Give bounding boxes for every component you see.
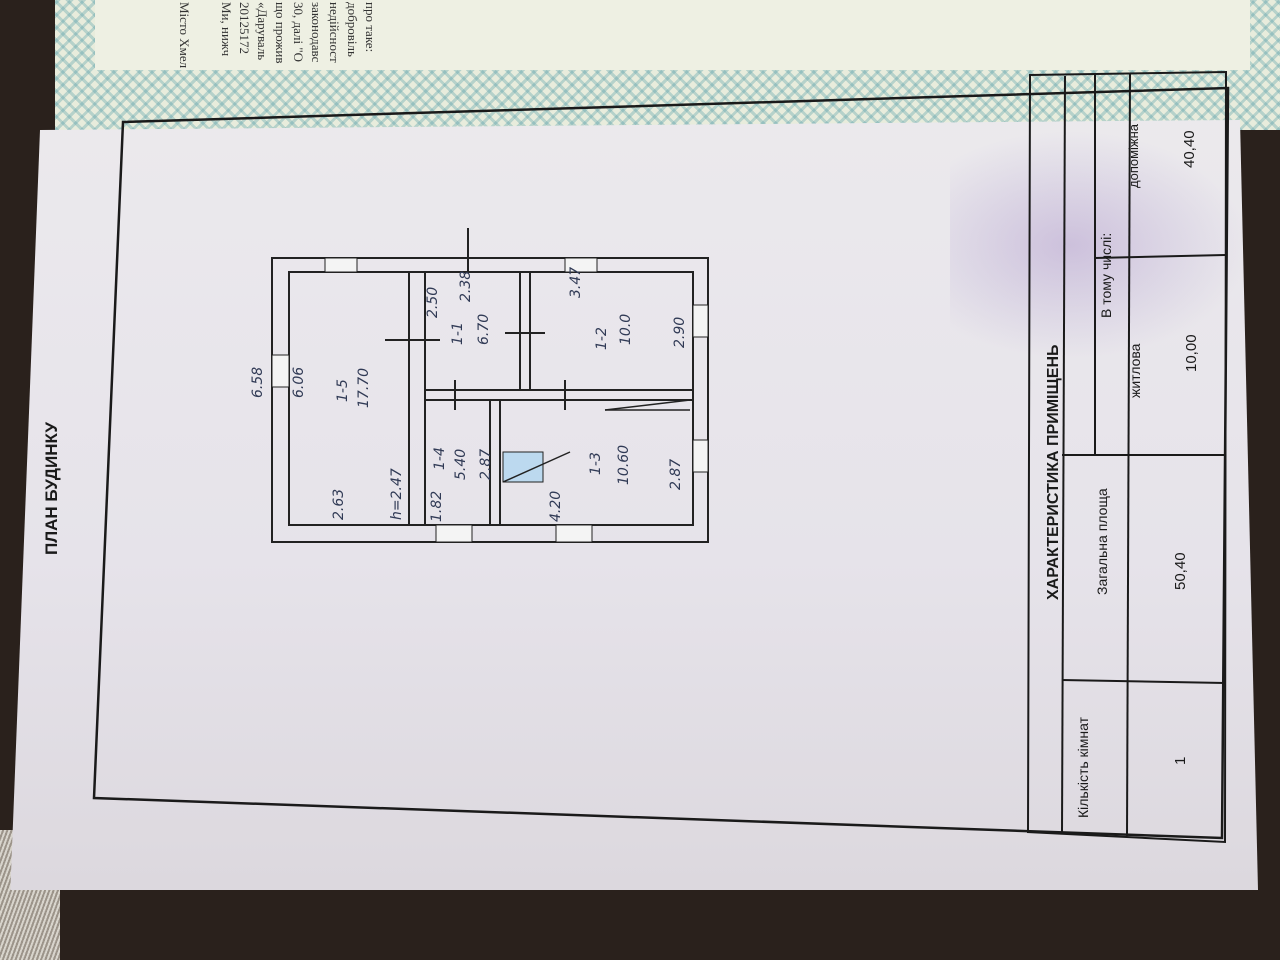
certificate-line: законодавс [309,2,324,63]
building-outer-wall [271,257,709,543]
stamp-smudge [950,130,1250,360]
room-id: 1-5 [335,379,351,402]
stair-line [604,399,691,411]
value-aux: 40,40 [1181,130,1198,168]
window [692,439,709,473]
room-area: 6.70 [476,314,492,345]
certificate-line: недійсност [327,2,342,63]
table-line [1061,679,1226,684]
certificate-line: 20125172 [237,2,252,54]
room-id: 1-1 [450,322,466,345]
building-plan [271,228,709,543]
certificate-line: добровіль [345,2,360,57]
value-living: 10,00 [1183,334,1200,372]
room-dim: 1.82 [429,491,445,522]
table-frame [1026,70,1228,844]
room-dim: 3.47 [568,267,584,298]
height-note: h=2.47 [389,468,405,520]
room-dim: 4.20 [548,491,564,522]
window [324,257,358,273]
header-aux: допоміжна [1126,123,1141,188]
window [564,257,598,273]
table-title: ХАРАКТЕРИСТИКА ПРИМІЩЕНЬ [1045,345,1062,601]
room-area: 5.40 [453,449,469,480]
room-dim: 2.87 [668,459,684,490]
room-id: 1-3 [588,452,604,475]
room-dim: 2.87 [478,449,494,480]
room-dim: 2.90 [672,317,688,348]
certificate-sheet [55,0,1280,130]
room-area: 10.60 [616,445,632,485]
room-dim: 2.38 [458,271,474,302]
room-dim: 6.06 [291,367,307,398]
certificate-line: Місто Хмел [177,2,192,69]
certificate-line: «Даруваль [255,2,270,60]
sheet-frame [92,86,1230,840]
room-area: 10.0 [618,314,634,345]
header-including: В тому числі: [1098,233,1114,318]
value-rooms: 1 [1172,757,1189,765]
plan-title: ПЛАН БУДИНКУ [42,422,61,555]
certificate-text: Місто Хмел Ми, нижч 20125172 «Даруваль щ… [177,2,378,69]
characteristics-table [1026,70,1228,844]
window [555,524,593,543]
plan-annotations: 6.58 6.06 1-5 17.70 h=2.47 2.63 2.50 1-1… [250,267,688,522]
table-line [1094,254,1226,259]
window [271,354,290,388]
header-living: житлова [1127,343,1143,398]
room-area: 17.70 [356,368,372,408]
plan-sheet [10,120,1258,890]
certificate-text-area [95,0,1250,70]
value-total-area: 50,40 [1172,552,1189,590]
certificate-line: що прожив [273,2,288,63]
characteristics-text: ХАРАКТЕРИСТИКА ПРИМІЩЕНЬ Кількість кімна… [1045,123,1200,818]
overall-dimension: 6.58 [250,367,266,398]
room-id: 1-4 [432,447,448,470]
room-dim: 2.63 [331,489,347,520]
header-rooms: Кількість кімнат [1075,716,1091,818]
stair-line [502,451,571,483]
header-total-area: Загальна площа [1094,488,1110,595]
room-dim: 2.50 [425,287,441,318]
window [435,524,473,543]
certificate-line: Ми, нижч [219,2,234,57]
window [692,304,709,338]
room-id: 1-2 [594,327,610,350]
certificate-line: про таке: [363,2,378,52]
certificate-line: 30, далі "О [291,2,306,62]
